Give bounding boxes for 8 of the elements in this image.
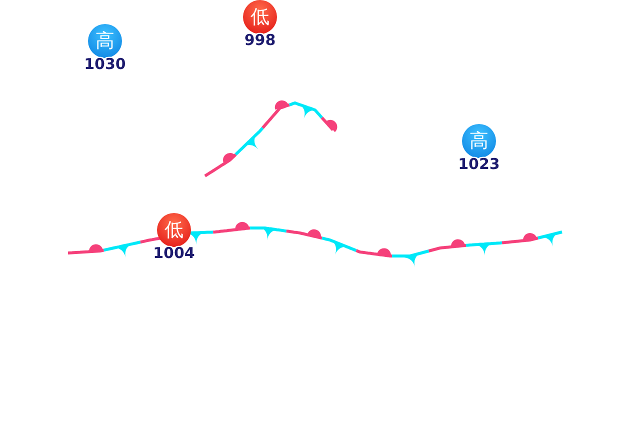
pressure-value: 1023 xyxy=(457,155,501,173)
low-pressure-marker: 低 xyxy=(157,213,191,247)
high-pressure-marker: 高 xyxy=(462,124,496,158)
high-pressure-marker: 高 xyxy=(88,24,122,58)
low-pressure-marker: 低 xyxy=(243,0,277,34)
pressure-value: 998 xyxy=(243,31,277,49)
pressure-value: 1030 xyxy=(83,55,127,73)
pressure-value: 1004 xyxy=(152,244,196,262)
